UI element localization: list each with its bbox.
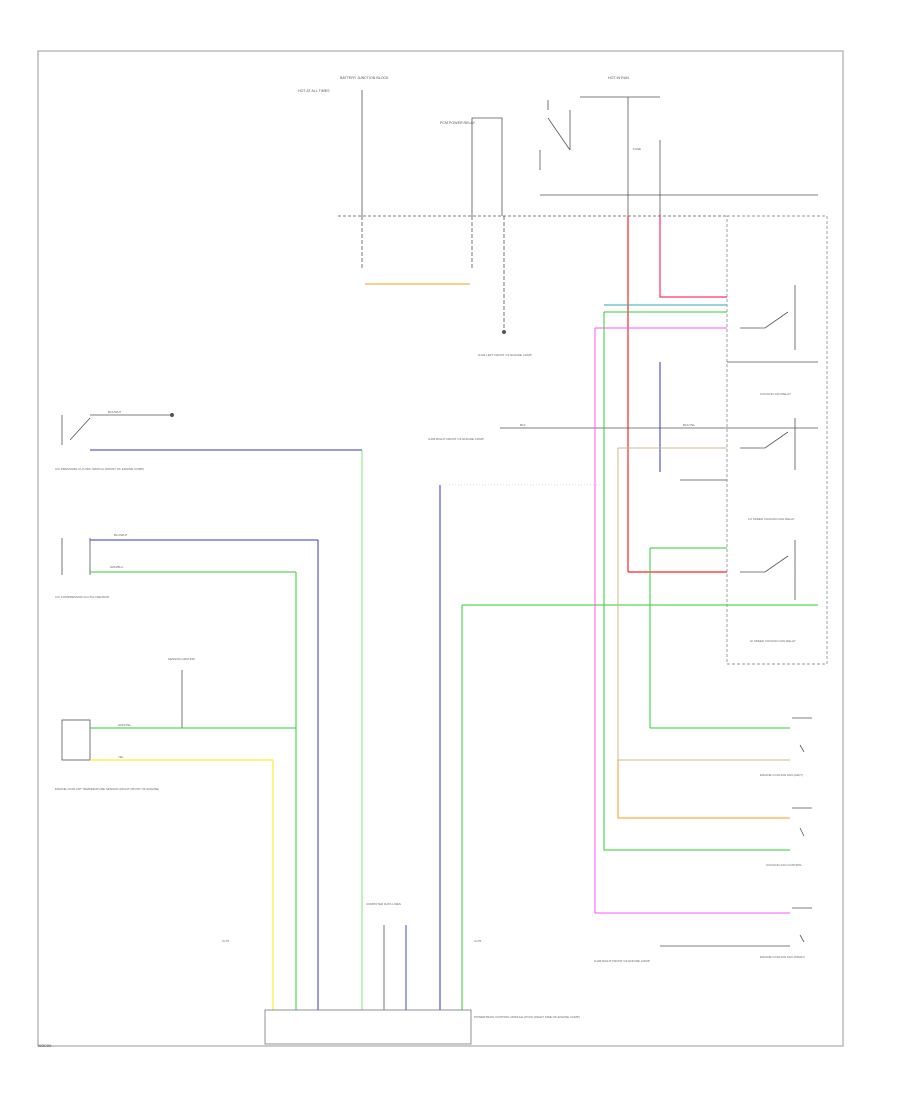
coolant-sensor-body [61,719,91,761]
pink-fan-wire [594,328,790,914]
pink-red-wire [659,216,727,298]
wire-blu-wht: BLU/WHT [114,533,128,537]
ac-pressure-switch [61,414,170,445]
ground-mid-dot [502,330,506,334]
hot-in-run-label: HOT IN RUN [608,76,629,80]
fuse-top-label: BATTERY JUNCTION BLOCK [340,76,389,80]
pcm-connector-right: C175 [474,939,482,943]
pcm-label: POWERTRAIN CONTROL MODULE (PCM) (RIGHT S… [474,1015,580,1019]
cooling-fan-right-label: ENGINE COOLING FAN (RIGHT) [760,955,805,959]
hi-speed-relay-label: HI SPEED COOLING FAN RELAY [750,639,796,643]
hi-speed-relay-contact [740,540,796,600]
fan-motor-icons [792,717,812,943]
cooling-fan-relay-contact [740,285,796,350]
wire-grn-blu: GRN/BLU [110,565,123,569]
lo-speed-relay-contact [740,418,796,470]
cooling-fan-relay-label: COOLING FAN RELAY [760,392,791,396]
green-fan-wire-2 [603,312,790,851]
ac-sensor-body [61,538,91,575]
diagram-frame [37,50,844,1047]
cooling-fan-mid-label: COOLING FAN CONTROL [766,863,802,867]
ground-mid-label: G104 LEFT FRONT OF ENGINE COMP [478,353,532,357]
ignition-switch [547,100,571,151]
wire-blk-wht: BLK/WHT [108,410,122,414]
lo-speed-relay-label: LO SPEED COOLING FAN RELAY [748,517,795,521]
wire-grn-yel: GRN/YEL [118,723,132,727]
wire-yel: YEL [118,755,124,759]
ac-sensor-label: A/C COMPRESSOR CLUTCH SENSOR [55,595,110,599]
computer-data-label: COMPUTER DATA LINES [366,902,401,906]
wire-blk-yel: BLK/YEL [683,423,696,427]
orange-fan-wire [617,760,790,819]
sensor-ground-label: SENSOR GROUND [168,657,196,661]
ac-ground-dot [170,413,174,417]
relay-box [726,215,828,665]
relay-top-label: PCM POWER RELAY [440,121,476,125]
fuse-right-label: FUSE [633,147,641,151]
relay-top-loop [471,117,503,216]
ground-left-label: G106 RIGHT FRONT OF ENGINE COMP [594,959,650,963]
pcm-box [264,1009,472,1045]
page-code: W3C00 [38,1043,52,1048]
coolant-label: ENGINE COOLANT TEMPERATURE SENSOR (RIGHT… [55,787,159,791]
fuse-left-label: HOT AT ALL TIMES [298,89,330,93]
ground-right-label: G106 RIGHT FRONT OF ENGINE COMP [428,437,484,441]
cooling-fan-left-label: ENGINE COOLING FAN (LEFT) [760,773,803,777]
ac-pressure-label: A/C PRESSURE CUT-OFF SWITCH (FRONT OF EN… [55,467,144,471]
pcm-connector-left: C175 [222,939,230,943]
wire-blk-1: BLK [520,423,526,427]
